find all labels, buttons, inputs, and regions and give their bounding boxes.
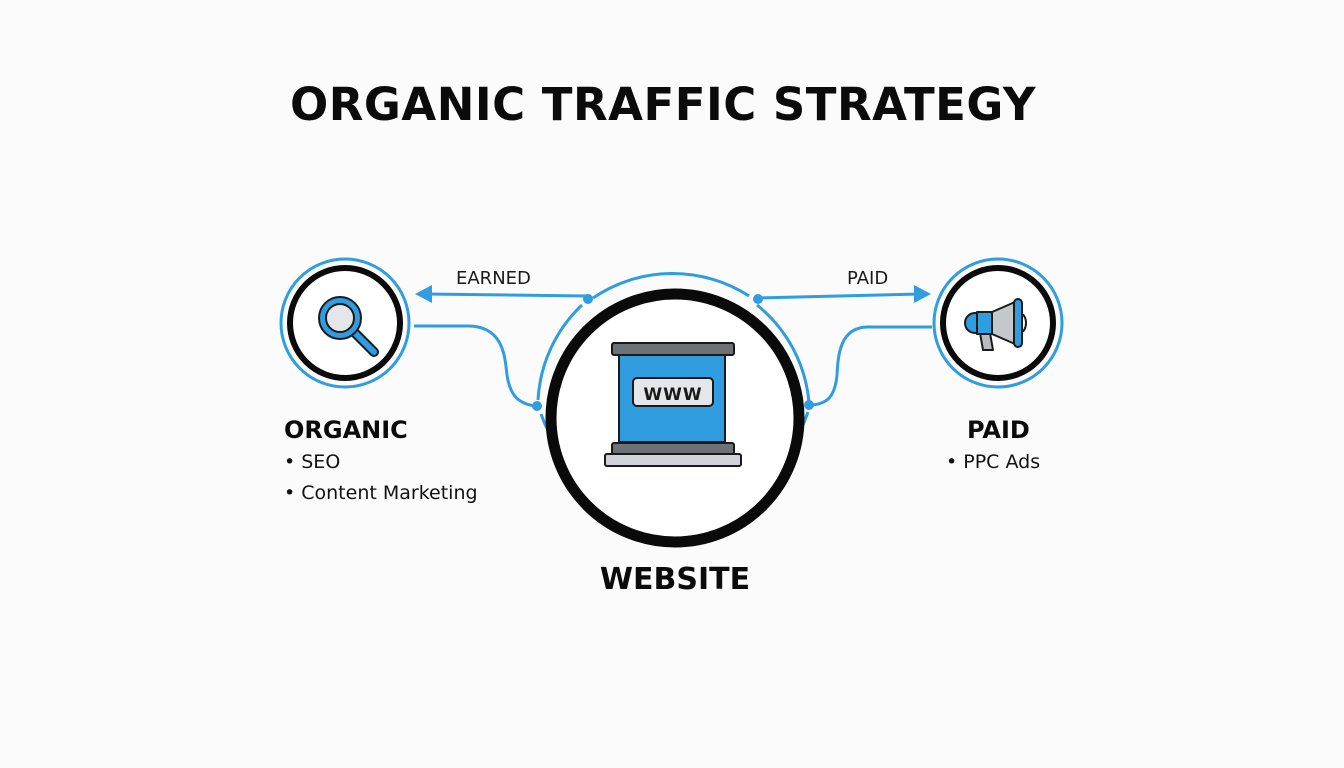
right-connector-curve [810,325,932,407]
left-node-outer-ring [279,257,411,389]
paid-list: PPC Ads [946,447,1040,478]
earned-arrow [415,285,588,303]
organic-list: SEO Content Marketing [284,447,478,509]
magnifier-search-icon [318,296,379,357]
megaphone-icon [964,298,1027,351]
list-item: SEO [284,447,478,478]
paid-arrow [758,285,931,303]
list-item: PPC Ads [946,447,1040,478]
connector-dot-top-left [583,294,593,304]
list-item: Content Marketing [284,478,477,509]
www-text: WWW [643,385,702,405]
paid-title: PAID [967,416,1030,444]
website-label: WEBSITE [599,562,751,597]
connector-dot-right [804,400,814,410]
connector-dot-top-right [753,294,763,304]
website-www-icon [604,342,742,467]
earned-label: EARNED [456,268,531,289]
left-connector-curve [414,324,537,408]
diagram-title: ORGANIC TRAFFIC STRATEGY [290,78,1036,131]
organic-title: ORGANIC [284,416,408,444]
paid-edge-label: PAID [847,268,889,289]
connector-dot-left [532,401,542,411]
right-node-outer-ring [932,257,1064,389]
